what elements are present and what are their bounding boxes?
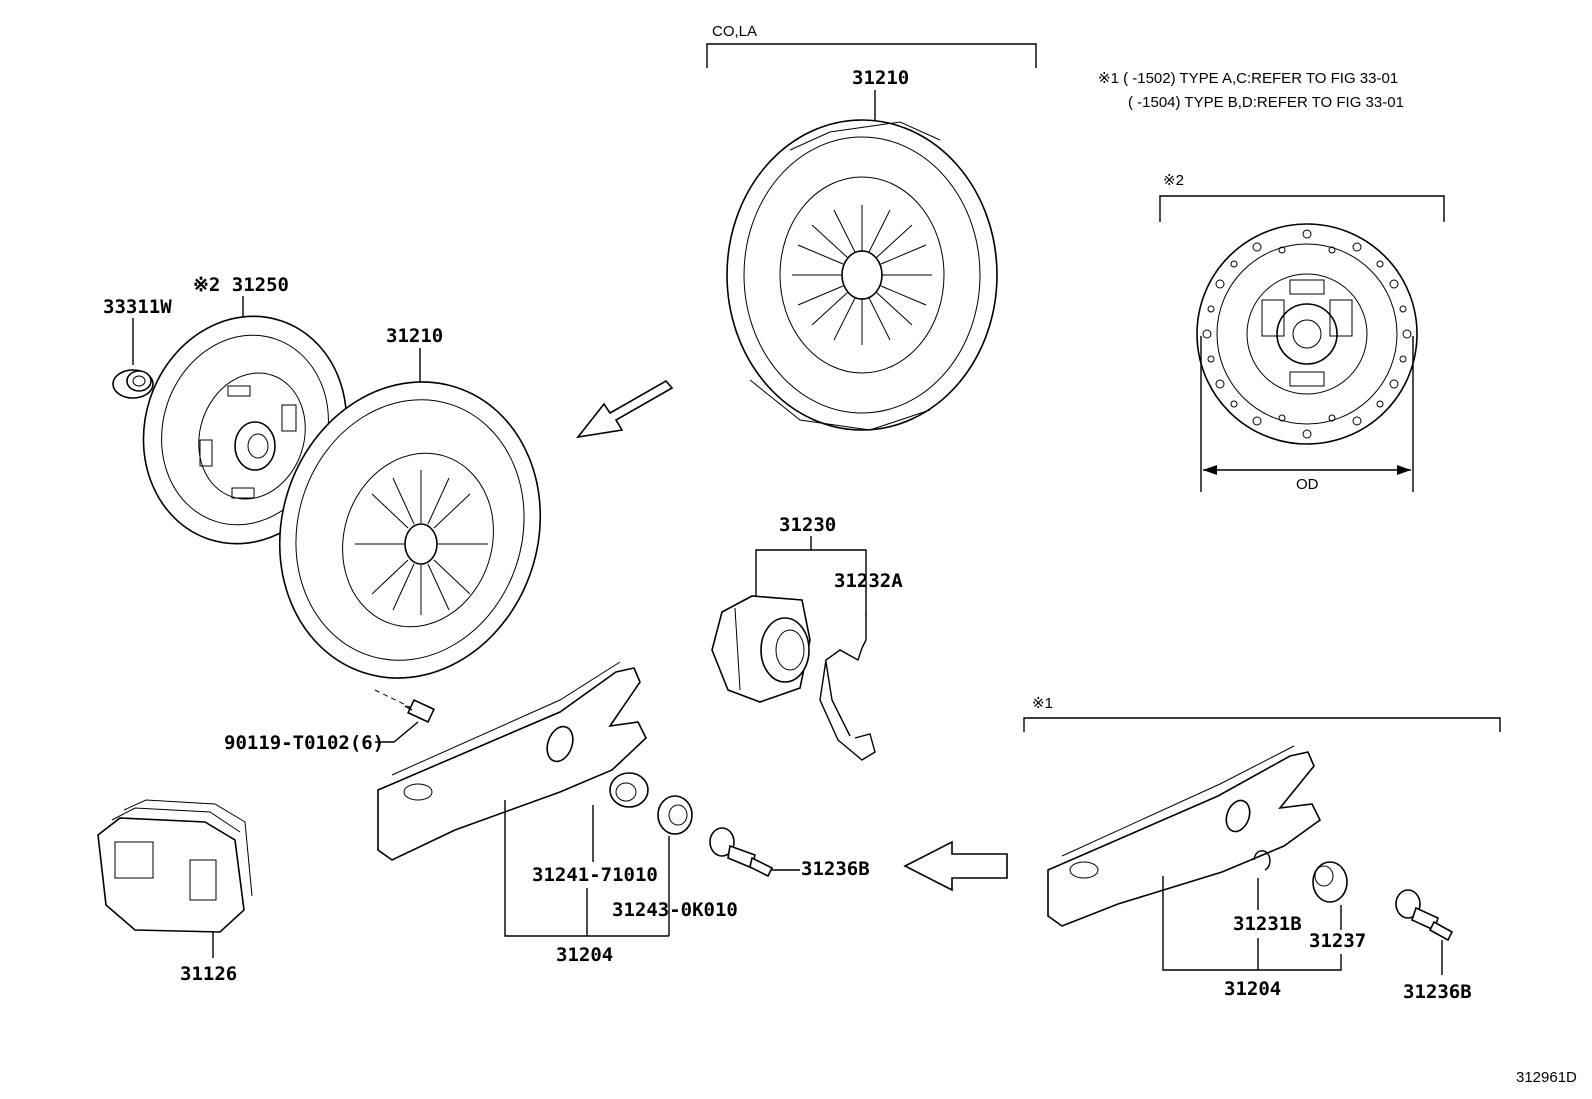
pivot-stud-left [709,827,774,878]
clutch-disc-od [1196,223,1418,445]
marker-1: ※1 [1032,695,1053,712]
label-bolt: 90119-T0102(6) [224,732,384,754]
label-cover-top: 31210 [852,67,909,89]
release-fork-boot [97,799,253,933]
release-fork-left [377,661,647,861]
bracket-co-la [706,43,1037,68]
bolt [404,698,435,724]
label-seal: 31241-71010 [532,864,658,886]
fork-clip-right [1253,850,1271,871]
label-33311w: 33311W [103,296,172,318]
figure-code: 312961D [1516,1069,1577,1086]
pressure-plate-main [278,381,542,679]
label-pivot-left: 31236B [801,858,870,880]
release-fork-right [1047,745,1322,927]
fork-bushing-right [1312,861,1348,903]
label-fork-assy-left: 31204 [556,944,613,966]
label-clip-right: 31231B [1233,913,1302,935]
note-line-2: ( -1504) TYPE B,D:REFER TO FIG 33-01 [1128,94,1404,111]
bracket-co-la-label: CO,LA [712,23,757,40]
pressure-plate-top [726,119,998,431]
fork-seal [609,772,649,808]
label-boot: 31126 [180,963,237,985]
label-hub: 31243-0K010 [612,899,738,921]
release-clip [819,615,876,761]
od-label: OD [1296,476,1319,493]
pilot-bearing [112,369,154,399]
label-disc-31250: ※2 31250 [193,274,289,296]
label-bushing-right: 31237 [1309,930,1366,952]
arrow-left [903,840,1008,892]
bracket-fork-right [1162,876,1342,971]
label-release-bearing: 31230 [779,514,836,536]
bracket-od-disc [1159,195,1445,222]
label-clip: 31232A [834,570,903,592]
bracket-fork-left [504,800,669,937]
label-cover-main: 31210 [386,325,443,347]
bracket-fork-right-group [1023,717,1501,732]
release-bearing [711,595,811,703]
label-fork-assy-right: 31204 [1224,978,1281,1000]
pivot-stud-right [1395,889,1454,942]
arrow-down-left [576,379,674,439]
fork-hub [657,795,693,835]
leader-bolt [375,721,419,743]
marker-2: ※2 [1163,172,1184,189]
note-line-1: ※1 ( -1502) TYPE A,C:REFER TO FIG 33-01 [1098,70,1398,87]
label-pivot-right: 31236B [1403,981,1472,1003]
